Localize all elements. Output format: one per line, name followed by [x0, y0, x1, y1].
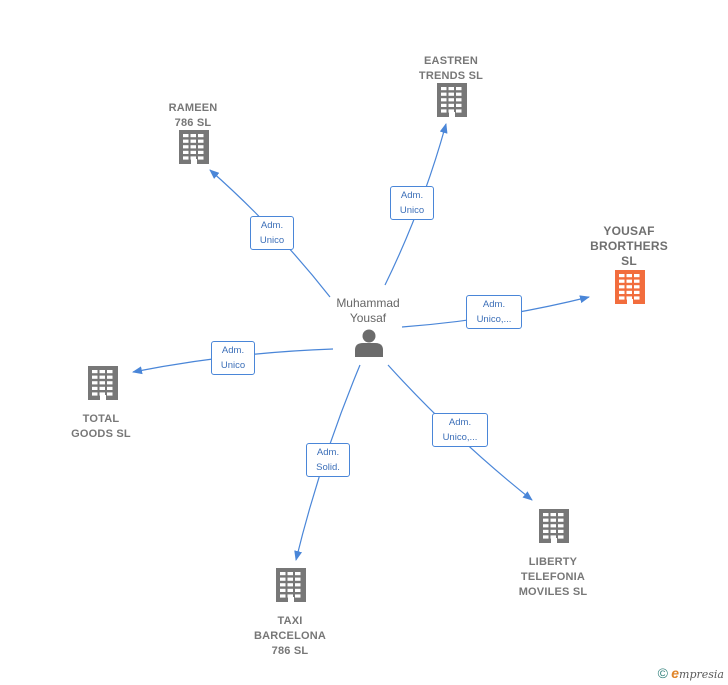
company-label-taxi-line: BARCELONA: [253, 630, 327, 642]
edge-label-liberty[interactable]: Adm. Unico,...: [432, 413, 488, 447]
edge-label-eastren[interactable]: Adm. Unico: [390, 186, 434, 220]
edge-label-taxi[interactable]: Adm. Solid.: [306, 443, 350, 477]
company-label-rameen-line: RAMEEN: [168, 102, 218, 114]
edge-label-line: Adm.: [316, 447, 340, 458]
edge-label-rameen[interactable]: Adm. Unico: [250, 216, 294, 250]
person-name-line: Yousaf: [349, 311, 387, 325]
company-label-taxi[interactable]: TAXI BARCELONA 786 SL: [230, 614, 350, 659]
copyright-icon: ©: [657, 665, 668, 681]
edge-label-line: Adm.: [221, 345, 245, 356]
person-name-line: Muhammad: [336, 296, 400, 310]
edge-label-line: Adm.: [482, 299, 506, 310]
company-label-eastren-line: EASTREN: [424, 55, 478, 67]
nodes-layer: [88, 83, 645, 602]
company-label-liberty[interactable]: LIBERTY TELEFONIA MOVILES SL: [493, 555, 613, 600]
edge-label-line: Unico: [220, 360, 246, 371]
edge-label-line: Adm.: [400, 190, 424, 201]
person-icon[interactable]: [355, 329, 383, 358]
edge-label-line: Unico,...: [442, 432, 478, 443]
company-label-yousaf-line: BRORTHERS: [590, 239, 668, 253]
edge-label-line: Unico,...: [476, 314, 512, 325]
company-label-liberty-line: MOVILES SL: [518, 586, 588, 598]
edge-label-total[interactable]: Adm. Unico: [211, 341, 255, 375]
edge-label-line: Adm.: [448, 417, 472, 428]
company-label-total-line: GOODS SL: [71, 428, 131, 440]
edge-label-line: Unico: [399, 205, 425, 216]
building-icon-taxi[interactable]: [276, 568, 306, 602]
company-label-total-line: TOTAL: [82, 413, 120, 425]
brand-initial: e: [671, 665, 680, 681]
company-label-rameen-line: 786 SL: [174, 117, 212, 129]
edge-label-yousaf[interactable]: Adm. Unico,...: [466, 295, 522, 329]
building-icon-yousaf[interactable]: [615, 270, 645, 304]
building-icon-total[interactable]: [88, 366, 118, 400]
building-icon-rameen[interactable]: [179, 130, 209, 164]
company-label-eastren[interactable]: EASTREN TRENDS SL: [391, 54, 511, 84]
company-label-liberty-line: LIBERTY: [528, 556, 578, 568]
building-icon-eastren[interactable]: [437, 83, 467, 117]
company-label-liberty-line: TELEFONIA: [520, 571, 586, 583]
company-label-yousaf-line: YOUSAF: [603, 224, 655, 238]
company-label-taxi-line: TAXI: [277, 615, 303, 627]
company-label-total[interactable]: TOTAL GOODS SL: [41, 412, 161, 442]
edge-label-line: Solid.: [316, 462, 340, 473]
edges-layer: [132, 123, 590, 561]
brand-name: mpresia: [679, 668, 724, 681]
company-label-eastren-line: TRENDS SL: [418, 70, 484, 82]
edge-label-line: Adm.: [260, 220, 284, 231]
company-label-rameen[interactable]: RAMEEN 786 SL: [133, 101, 253, 131]
company-label-taxi-line: 786 SL: [271, 645, 309, 657]
company-label-yousaf-line: SL: [621, 254, 637, 268]
empresia-logo: © empresia: [658, 665, 724, 681]
building-icon-liberty[interactable]: [539, 509, 569, 543]
edge-label-line: Unico: [259, 235, 285, 246]
